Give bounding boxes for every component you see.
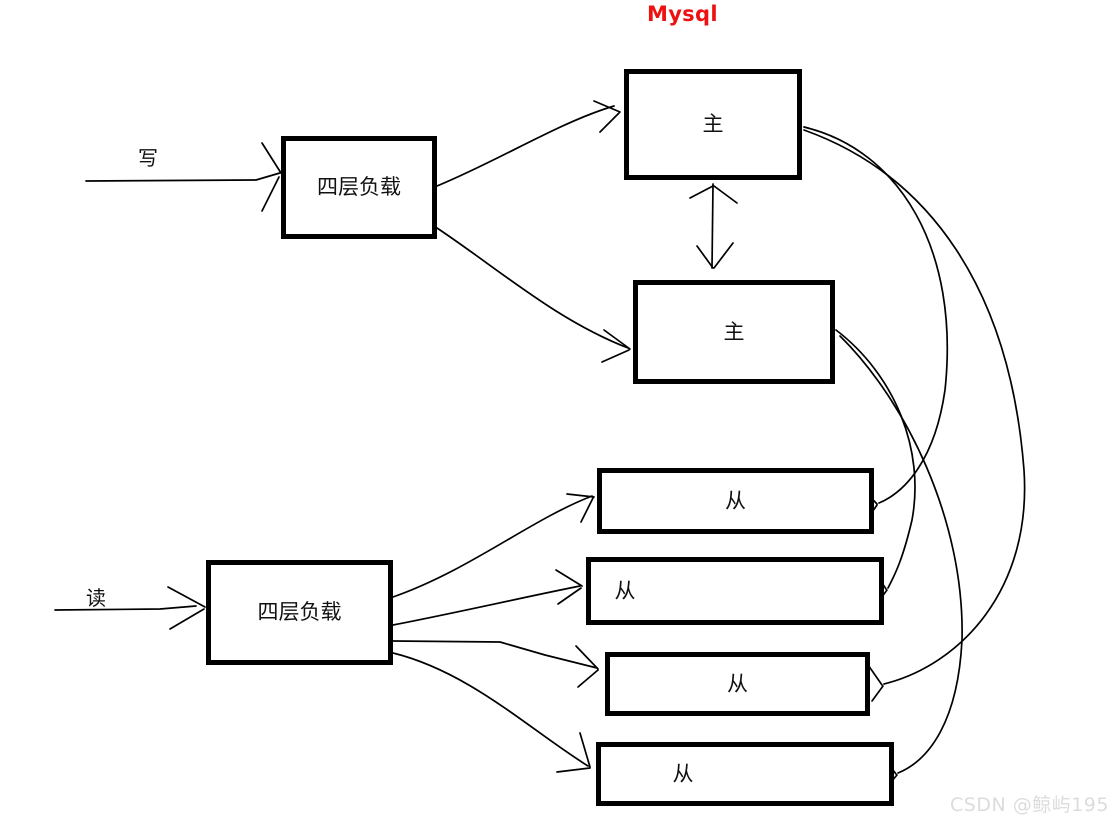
node-master-2-label: 主 — [723, 319, 745, 344]
node-slave-4[interactable]: 从 — [596, 742, 894, 806]
edge-lbread-to-slave4 — [392, 652, 591, 773]
node-slave-3[interactable]: 从 — [605, 652, 870, 716]
edge-master1-master2-bidirectional — [689, 183, 738, 269]
node-slave-4-label: 从 — [672, 761, 694, 786]
node-master-1-label: 主 — [702, 112, 724, 136]
edge-lbread-to-slave3 — [392, 640, 599, 688]
edge-lbread-to-slave1 — [392, 493, 595, 598]
edge-lbwrite-to-master1 — [436, 100, 621, 187]
node-lb-write-label: 四层负载 — [317, 175, 401, 199]
label-write: 写 — [138, 146, 158, 170]
node-lb-read-label: 四层负载 — [257, 600, 342, 624]
node-slave-1-label: 从 — [725, 488, 746, 513]
edge-lbwrite-to-master2 — [436, 227, 631, 363]
label-read: 读 — [86, 586, 106, 610]
edge-read-to-lb — [54, 586, 206, 630]
node-master-2[interactable]: 主 — [633, 280, 835, 384]
node-slave-1[interactable]: 从 — [597, 468, 874, 534]
watermark: CSDN @鲸屿195 — [950, 794, 1109, 816]
node-slave-2[interactable]: 从 — [586, 557, 884, 625]
edge-lbread-to-slave2 — [392, 569, 583, 626]
node-lb-write[interactable]: 四层负载 — [281, 136, 437, 239]
page-title: Mysql — [647, 2, 718, 26]
node-slave-2-label: 从 — [614, 578, 636, 603]
node-master-1[interactable]: 主 — [624, 69, 802, 180]
node-lb-read[interactable]: 四层负载 — [206, 560, 393, 665]
node-slave-3-label: 从 — [727, 671, 748, 696]
